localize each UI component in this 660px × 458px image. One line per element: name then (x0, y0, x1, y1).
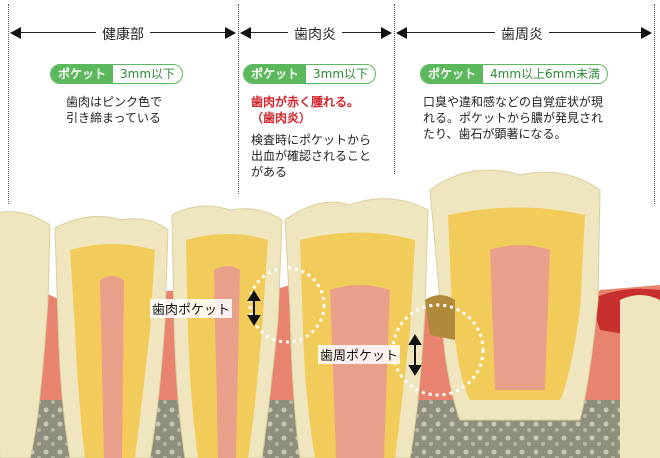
description-line: 出血が確認されること (251, 149, 372, 163)
periodontal-pocket-label: 歯周ポケット (318, 345, 401, 364)
pocket-badge-value: 4mm以上6mm未満 (490, 67, 601, 81)
pocket-badge-gingivitis: ポケット 3mm以下 (243, 64, 377, 84)
gingival-pocket-highlight (248, 266, 326, 344)
gingival-pocket-label: 歯肉ポケット (150, 299, 233, 318)
description-gingivitis: 歯肉が赤く腫れる。 （歯肉炎） 検査時にポケットから 出血が確認されること があ… (251, 94, 371, 180)
arrowhead-left-icon (240, 27, 251, 39)
description-line: 口臭や違和感などの自覚症状が現 (423, 95, 604, 109)
gingival-depth-arrow (247, 290, 261, 326)
section-title-healthy: 健康部 (96, 24, 150, 44)
section-title-gingivitis: 歯肉炎 (288, 24, 342, 44)
periodontal-depth-arrow (408, 334, 422, 376)
arrowhead-left-icon (10, 27, 21, 39)
description-line: 歯肉はピンク色で (66, 95, 163, 109)
description-line: がある (251, 165, 288, 179)
pocket-badge-label: ポケット (51, 65, 114, 83)
pocket-badge-healthy: ポケット 3mm以下 (50, 64, 184, 84)
pocket-badge-value: 3mm以下 (120, 67, 176, 81)
pocket-badge-label: ポケット (244, 65, 307, 83)
pocket-badge-value: 3mm以下 (313, 67, 369, 81)
arrowhead-left-icon (396, 27, 407, 39)
description-line: れる。ポケットから膿が発見され (423, 111, 604, 125)
warning-line: （歯肉炎） (251, 111, 312, 125)
warning-line: 歯肉が赤く腫れる。 (251, 95, 360, 109)
arrowhead-right-icon (381, 27, 392, 39)
section-title-periodontitis: 歯周炎 (495, 24, 549, 44)
description-healthy: 歯肉はピンク色で 引き締まっている (66, 94, 162, 126)
tartar (425, 295, 455, 340)
divider-left (8, 4, 9, 204)
description-line: 引き締まっている (66, 111, 161, 125)
divider-far-right (654, 4, 655, 204)
divider-right (394, 4, 395, 174)
description-line: 検査時にポケットから (251, 133, 372, 147)
tooth-1 (0, 211, 51, 458)
pocket-badge-label: ポケット (421, 65, 484, 83)
arrowhead-right-icon (225, 27, 236, 39)
tooth-2 (54, 215, 169, 458)
arrowhead-right-icon (641, 27, 652, 39)
pocket-badge-periodontitis: ポケット 4mm以上6mm未満 (420, 64, 609, 84)
tooth-5 (429, 169, 601, 421)
description-periodontitis: 口臭や違和感などの自覚症状が現 れる。ポケットから膿が発見され たり、歯石が顕著… (423, 94, 603, 142)
divider-middle (238, 4, 239, 194)
tooth-4 (284, 198, 429, 458)
description-line: たり、歯石が顕著になる。 (423, 127, 567, 141)
tooth-3 (171, 205, 283, 458)
